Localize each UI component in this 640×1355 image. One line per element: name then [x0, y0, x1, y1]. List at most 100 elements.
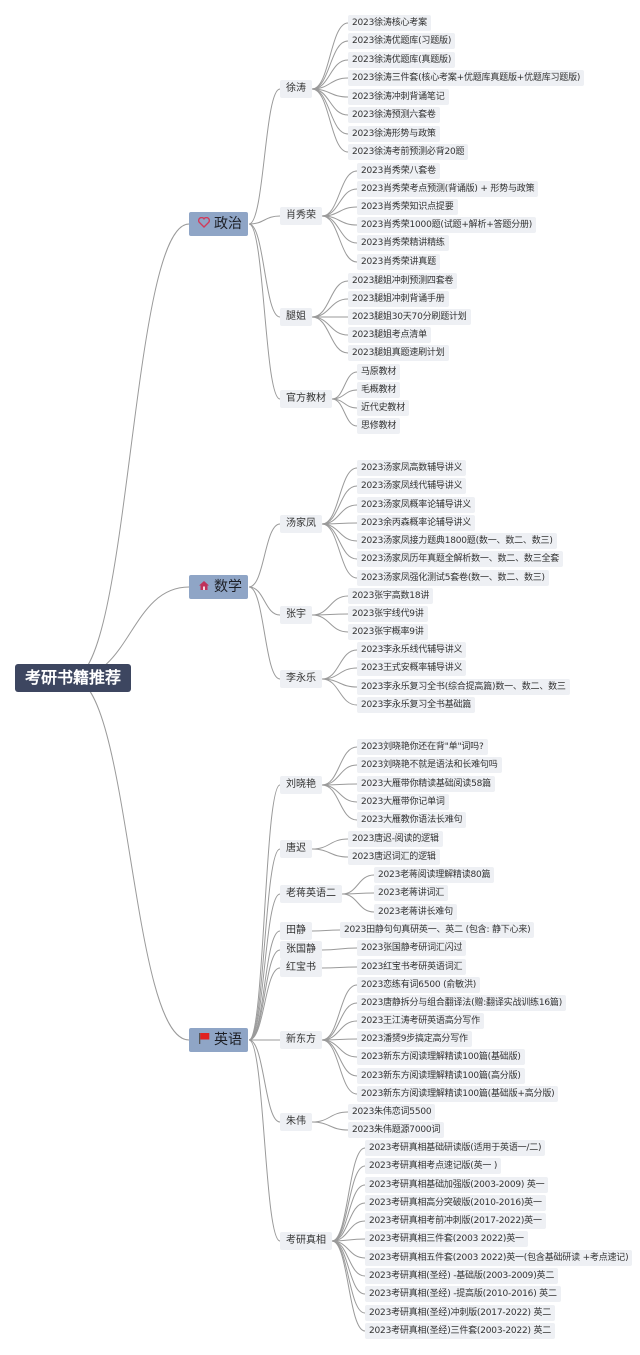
book-item[interactable]: 2023肖秀荣精讲精练 [357, 235, 449, 251]
book-item[interactable]: 2023徐涛冲刺背诵笔记 [348, 89, 449, 105]
book-item[interactable]: 2023徐涛形势与政策 [348, 126, 440, 142]
subtopic-2-2[interactable]: 老蒋英语二 [280, 885, 342, 903]
book-item[interactable]: 2023田静句句真研英一、英二 (包含: 静下心来) [340, 922, 535, 938]
book-item[interactable]: 2023考研真相基础加强版(2003-2009) 英一 [365, 1177, 549, 1193]
book-item[interactable]: 2023王式安概率辅导讲义 [357, 660, 467, 676]
subtopic-2-5[interactable]: 红宝书 [280, 959, 322, 977]
subtopic-0-3-label: 官方教材 [286, 393, 326, 404]
book-item[interactable]: 2023考研真相(圣经) -提高版(2010-2016) 英二 [365, 1286, 561, 1302]
book-item-label: 2023肖秀荣讲真题 [361, 257, 436, 267]
book-item[interactable]: 2023考研真相(圣经)三件套(2003-2022) 英二 [365, 1323, 556, 1339]
book-item[interactable]: 2023考研真相考前冲刺版(2017-2022)英一 [365, 1213, 546, 1229]
subtopic-to-book-line [321, 523, 358, 579]
book-item[interactable]: 2023张宇概率9讲 [348, 624, 428, 640]
book-item[interactable]: 2023老蒋阅读理解精读80篇 [374, 867, 495, 883]
book-item[interactable]: 2023徐涛考前预测必背20题 [348, 144, 469, 160]
book-item[interactable]: 2023肖秀荣讲真题 [357, 254, 440, 270]
category-0[interactable]: 政治 [189, 212, 248, 236]
book-item[interactable]: 2023大雁教你语法长难句 [357, 812, 467, 828]
book-item[interactable]: 2023恋练有词6500 (俞敏洪) [357, 977, 481, 993]
category-1[interactable]: 数学 [189, 575, 248, 599]
subtopic-to-book-line [321, 188, 358, 217]
book-item[interactable]: 2023潘赟9步搞定高分写作 [357, 1031, 472, 1047]
subtopic-to-book-line [321, 1020, 358, 1041]
book-item[interactable]: 2023徐涛优题库(真题版) [348, 52, 456, 68]
subtopic-0-0-label: 徐涛 [286, 83, 306, 94]
book-item[interactable]: 2023唐迟词汇的逻辑 [348, 849, 440, 865]
book-item[interactable]: 2023肖秀荣八套卷 [357, 163, 440, 179]
book-item[interactable]: 2023朱伟恋词5500 [348, 1104, 436, 1120]
subtopic-0-1[interactable]: 肖秀荣 [280, 207, 322, 225]
book-item[interactable]: 2023腿姐冲刺预测四套卷 [348, 273, 458, 289]
book-item[interactable]: 2023朱伟题源7000词 [348, 1122, 445, 1138]
book-item[interactable]: 2023考研真相考点速记版(英一 ) [365, 1158, 502, 1174]
book-item[interactable]: 2023新东方阅读理解精读100篇(高分版) [357, 1068, 525, 1084]
book-item[interactable]: 2023汤家凤高数辅导讲义 [357, 460, 467, 476]
book-item[interactable]: 2023考研真相(圣经) -基础版(2003-2009)英二 [365, 1268, 559, 1284]
subtopic-2-1[interactable]: 唐迟 [280, 840, 312, 858]
book-item[interactable]: 2023唐迟-阅读的逻辑 [348, 831, 443, 847]
book-item[interactable]: 2023腿姐真题速刷计划 [348, 345, 449, 361]
book-item[interactable]: 2023张国静考研词汇闪过 [357, 940, 467, 956]
book-item[interactable]: 2023唐静拆分与组合翻译法(赠:翻译实战训练16篇) [357, 995, 567, 1011]
subtopic-2-8[interactable]: 考研真相 [280, 1232, 332, 1250]
book-item[interactable]: 2023徐涛核心考案 [348, 15, 431, 31]
subtopic-1-2[interactable]: 李永乐 [280, 670, 322, 688]
book-item[interactable]: 2023新东方阅读理解精读100篇(基础版) [357, 1049, 525, 1065]
subtopic-2-6[interactable]: 新东方 [280, 1031, 322, 1049]
book-item[interactable]: 2023腿姐冲刺背诵手册 [348, 291, 449, 307]
book-item[interactable]: 2023肖秀荣1000题(试题+解析+答题分册) [357, 217, 537, 233]
book-item[interactable]: 2023老蒋讲长难句 [374, 904, 457, 920]
book-item[interactable]: 2023考研真相高分突破版(2010-2016)英一 [365, 1195, 546, 1211]
book-item[interactable]: 2023大雁带你记单词 [357, 794, 449, 810]
book-item[interactable]: 思修教材 [357, 418, 401, 434]
subtopic-0-3[interactable]: 官方教材 [280, 390, 332, 408]
book-item[interactable]: 2023徐涛三件套(核心考案+优题库真题版+优题库习题版) [348, 70, 585, 86]
book-item[interactable]: 2023李永乐线代辅导讲义 [357, 642, 467, 658]
book-item[interactable]: 2023汤家凤线代辅导讲义 [357, 478, 467, 494]
book-item[interactable]: 2023汤家凤概率论辅导讲义 [357, 497, 476, 513]
book-item[interactable]: 2023老蒋讲词汇 [374, 885, 449, 901]
book-item[interactable]: 2023腿姐30天70分刷题计划 [348, 309, 471, 325]
subtopic-2-4[interactable]: 张国静 [280, 941, 322, 959]
subtopic-1-1[interactable]: 张宇 [280, 606, 312, 624]
book-item[interactable]: 2023余丙森概率论辅导讲义 [357, 515, 476, 531]
book-item[interactable]: 马原教材 [357, 364, 401, 380]
subtopic-1-0[interactable]: 汤家凤 [280, 515, 322, 533]
category-to-subtopic-line [248, 784, 281, 1041]
book-item[interactable]: 2023考研真相(圣经)冲刺版(2017-2022) 英二 [365, 1305, 556, 1321]
book-item[interactable]: 2023徐涛优题库(习题版) [348, 33, 456, 49]
book-item[interactable]: 2023肖秀荣考点预测(背诵版) + 形势与政策 [357, 181, 539, 197]
book-item[interactable]: 2023李永乐复习全书(综合提高篇)数一、数二、数三 [357, 679, 570, 695]
subtopic-0-2[interactable]: 腿姐 [280, 308, 312, 326]
book-item[interactable]: 2023汤家凤历年真题全解析数一、数二、数三全套 [357, 551, 564, 567]
book-item[interactable]: 2023考研真相基础研读版(适用于英语一/二) [365, 1140, 546, 1156]
subtopic-2-1-label: 唐迟 [286, 843, 306, 854]
book-item[interactable]: 2023刘晓艳不就是语法和长难句吗 [357, 757, 502, 773]
book-item[interactable]: 2023考研真相五件套(2003 2022)英一(包含基础研读 +考点速记) [365, 1250, 633, 1266]
book-item[interactable]: 2023徐涛预测六套卷 [348, 107, 440, 123]
book-item[interactable]: 2023王江涛考研英语高分写作 [357, 1013, 484, 1029]
book-item[interactable]: 2023汤家凤强化测试5套卷(数一、数二、数三) [357, 570, 549, 586]
book-item[interactable]: 2023考研真相三件套(2003 2022)英一 [365, 1231, 528, 1247]
book-item[interactable]: 2023张宇高数18讲 [348, 588, 434, 604]
subtopic-to-book-line [321, 170, 358, 217]
root-node[interactable]: 考研书籍推荐 [15, 664, 132, 692]
book-item[interactable]: 2023大雁带你精读基础阅读58篇 [357, 776, 495, 792]
book-item[interactable]: 毛概教材 [357, 382, 401, 398]
category-2[interactable]: 英语 [189, 1028, 248, 1052]
book-item[interactable]: 2023汤家凤接力题典1800题(数一、数二、数三) [357, 533, 557, 549]
book-item[interactable]: 2023腿姐考点清单 [348, 327, 431, 343]
book-item-label: 2023徐涛三件套(核心考案+优题库真题版+优题库习题版) [352, 73, 581, 83]
book-item[interactable]: 2023张宇线代9讲 [348, 606, 428, 622]
book-item[interactable]: 2023李永乐复习全书基础篇 [357, 697, 476, 713]
subtopic-0-0[interactable]: 徐涛 [280, 80, 312, 98]
book-item[interactable]: 近代史教材 [357, 400, 410, 416]
subtopic-2-0[interactable]: 刘晓艳 [280, 776, 322, 794]
book-item[interactable]: 2023刘晓艳你还在背"单"词吗? [357, 739, 488, 755]
book-item[interactable]: 2023新东方阅读理解精读100篇(基础版+高分版) [357, 1086, 559, 1102]
subtopic-2-3[interactable]: 田静 [280, 922, 312, 940]
book-item[interactable]: 2023肖秀荣知识点提要 [357, 199, 458, 215]
subtopic-2-7[interactable]: 朱伟 [280, 1113, 312, 1131]
book-item[interactable]: 2023红宝书考研英语词汇 [357, 959, 467, 975]
